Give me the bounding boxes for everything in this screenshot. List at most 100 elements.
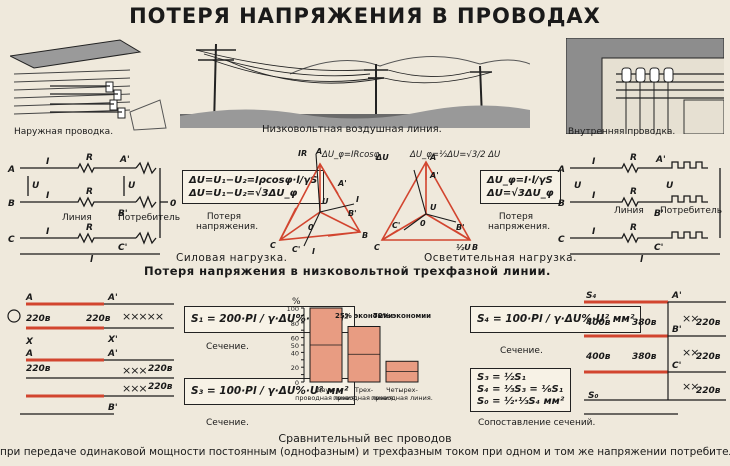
svg-text:R: R xyxy=(630,153,637,163)
svg-text:R: R xyxy=(86,223,93,233)
svg-text:B': B' xyxy=(672,325,682,335)
svg-text:B': B' xyxy=(348,209,357,218)
svg-text:U: U xyxy=(666,181,674,191)
formula-left-caption: Потеря напряжения. xyxy=(196,212,259,232)
svg-text:A: A xyxy=(7,165,15,175)
svg-text:××: ×× xyxy=(682,346,698,359)
ratios-box: S₃ = ½S₁ S₄ = ⅓S₃ = ⅙S₁ S₀ = ½·⅓S₄ мм² xyxy=(470,368,572,412)
svg-text:A': A' xyxy=(337,179,347,188)
ratio-line2: S₄ = ⅓S₃ = ⅙S₁ xyxy=(477,384,564,395)
svg-text:R: R xyxy=(86,187,93,197)
formula-s4-box: S₄ = 100·Pl / γ·ΔU%·U² мм² xyxy=(470,306,642,333)
caption-s3: Сечение. xyxy=(206,418,249,428)
svg-text:X: X xyxy=(25,337,34,347)
svg-text:C': C' xyxy=(292,245,300,254)
formula-right-box: ΔU_φ=I·l/γS ΔU=√3ΔU_φ xyxy=(480,170,561,204)
lighting-load-label: Осветительная нагрузка. xyxy=(424,252,577,264)
dc-line-diagrams: AA'X' XAA' B'l ××××××××××× xyxy=(7,293,174,415)
svg-text:l: l xyxy=(640,255,644,264)
svg-text:C': C' xyxy=(672,361,681,371)
savings-label-2: 72% экономии xyxy=(373,312,431,320)
svg-text:A: A xyxy=(429,153,436,162)
y-tick-label-8: 80 xyxy=(291,320,299,328)
v220-label-e: 220в xyxy=(148,382,173,392)
svg-text:A': A' xyxy=(107,349,118,359)
formula-left-line2: ΔU=U₁−U₂=√3ΔU_φ xyxy=(189,188,298,199)
y-tick-label-2: 20 xyxy=(291,364,299,372)
svg-text:C': C' xyxy=(654,243,663,253)
svg-text:l: l xyxy=(90,255,94,264)
y-tick-label-5: 50 xyxy=(291,342,299,350)
formula-right-line1: ΔU_φ=I·l/γS xyxy=(487,175,553,186)
svg-text:A: A xyxy=(25,349,33,359)
ratios-caption: Сопоставление сечений. xyxy=(478,418,596,428)
v220-label-f: 220в xyxy=(696,318,721,328)
svg-text:R: R xyxy=(630,187,637,197)
category-label-0-0: Двух- xyxy=(317,386,337,394)
lowvolt-line-illustration xyxy=(180,43,530,128)
svg-text:××: ×× xyxy=(682,380,698,393)
left-consumer-label: Потребитель xyxy=(118,213,181,223)
vector-right-label: ΔU_φ=½ΔU=√3/2 ΔU xyxy=(410,150,501,160)
v380-label-a: 380в xyxy=(632,318,657,328)
y-tick-label-4: 40 xyxy=(291,349,299,357)
svg-text:I: I xyxy=(356,195,359,204)
formula-left-line1: ΔU=U₁−U₂=Iρcosφ·l/γS xyxy=(189,175,318,186)
svg-text:A': A' xyxy=(671,291,682,301)
svg-text:S₀: S₀ xyxy=(588,391,598,401)
right-line-label: Линия xyxy=(614,206,644,216)
formula-left-box: ΔU=U₁−U₂=Iρcosφ·l/γS ΔU=U₁−U₂=√3ΔU_φ xyxy=(182,170,325,204)
svg-text:A': A' xyxy=(119,155,130,165)
caption-s4: Сечение. xyxy=(500,346,543,356)
v220-label-c: 220в xyxy=(26,364,51,374)
ratio-line3: S₀ = ½·⅓S₄ мм² xyxy=(477,396,565,407)
formula-right-caption: Потеря напряжения. xyxy=(488,212,551,232)
ac-line-diagram: S₄A'B' C'S₀l ×××××× xyxy=(584,291,726,415)
svg-text:A': A' xyxy=(429,171,439,180)
svg-text:I: I xyxy=(592,157,596,167)
svg-text:0: 0 xyxy=(420,219,426,228)
left-line-label: Линия xyxy=(62,213,92,223)
v220-label-d: 220в xyxy=(148,364,173,374)
svg-text:B: B xyxy=(558,199,565,209)
svg-text:A: A xyxy=(557,165,565,175)
svg-text:C: C xyxy=(558,235,565,245)
svg-text:×××××: ××××× xyxy=(122,310,163,323)
svg-text:X': X' xyxy=(107,335,118,345)
svg-text:U: U xyxy=(430,203,437,212)
v220-label-h: 220в xyxy=(696,386,721,396)
right-consumer-label: Потребитель xyxy=(660,206,723,216)
svg-text:½U: ½U xyxy=(456,243,471,252)
vector-left-label: ΔU_φ=IRcosφ xyxy=(322,150,380,160)
svg-text:B': B' xyxy=(456,223,465,232)
svg-text:B': B' xyxy=(654,209,664,219)
svg-text:B': B' xyxy=(108,403,118,413)
y-tick-label-0: 0 xyxy=(295,379,299,387)
svg-text:A': A' xyxy=(107,293,118,303)
y-tick-label-10: 100 xyxy=(287,305,299,313)
svg-text:I: I xyxy=(592,191,596,201)
ratio-line1: S₃ = ½S₁ xyxy=(477,372,526,383)
svg-text:××: ×× xyxy=(682,312,698,325)
svg-text:×××: ××× xyxy=(122,364,147,377)
v400-label-b: 400в xyxy=(586,352,611,362)
svg-text:I: I xyxy=(46,157,50,167)
y-tick-label-6: 60 xyxy=(291,335,299,343)
svg-text:C: C xyxy=(270,241,276,250)
v220-label-g: 220в xyxy=(696,352,721,362)
svg-text:I: I xyxy=(46,191,50,201)
svg-text:B': B' xyxy=(118,209,128,219)
svg-text:I: I xyxy=(592,227,596,237)
svg-text:B: B xyxy=(362,231,368,240)
v400-label-a: 400в xyxy=(586,318,611,328)
section-heading: Потеря напряжения в низковольтной трехфа… xyxy=(144,264,551,278)
indoor-wiring-illustration xyxy=(566,38,724,134)
power-load-label: Силовая нагрузка. xyxy=(176,252,288,264)
svg-text:A: A xyxy=(315,147,322,156)
page-title: ПОТЕРЯ НАПРЯЖЕНИЯ В ПРОВОДАХ xyxy=(129,4,601,28)
svg-text:S₄: S₄ xyxy=(586,291,596,301)
outdoor-wiring-illustration xyxy=(10,39,167,131)
